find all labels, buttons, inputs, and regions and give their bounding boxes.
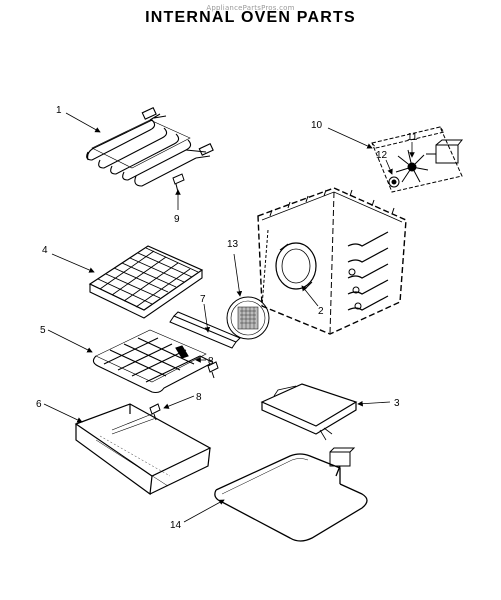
callout-9: 9 [174, 214, 180, 225]
access-cover [260, 383, 358, 441]
callout-6: 6 [36, 399, 42, 410]
broil-element [86, 107, 214, 187]
diagram-title: INTERNAL OVEN PARTS [145, 9, 356, 26]
leader-2 [301, 285, 319, 307]
leader-12 [385, 159, 393, 175]
convection-fan-assembly [371, 126, 464, 193]
bake-element [92, 329, 213, 394]
oven-cavity [257, 187, 407, 335]
hidden-bake-element [214, 447, 368, 542]
callout-4: 4 [42, 245, 48, 256]
watermark: AppliancePartsPros.com [206, 4, 295, 12]
leader-13 [233, 253, 243, 297]
screw-8-lower [149, 403, 161, 421]
callout-11: 11 [407, 132, 418, 143]
leader-3 [357, 400, 391, 407]
leader-10 [327, 127, 373, 149]
callout-8a: 8 [208, 356, 214, 367]
callout-3: 3 [394, 398, 400, 409]
callout-8b: 8 [196, 392, 202, 403]
leader-1 [65, 112, 101, 133]
element-bracket [169, 311, 241, 349]
oven-bottom-panel [74, 403, 212, 496]
oven-rack [88, 245, 204, 319]
callout-1: 1 [56, 105, 62, 116]
callout-5: 5 [40, 325, 46, 336]
callout-2: 2 [318, 306, 324, 317]
callout-7: 7 [200, 294, 206, 305]
leader-7 [203, 303, 211, 333]
callout-13: 13 [227, 239, 239, 250]
leader-lines [43, 112, 415, 523]
callout-12: 12 [376, 150, 388, 161]
fan-baffle-cover [226, 296, 270, 340]
leader-5 [47, 329, 93, 353]
leader-6 [43, 403, 83, 423]
leader-8b [163, 395, 195, 409]
screw-8-upper [207, 361, 219, 379]
leader-14 [183, 499, 225, 523]
callout-14: 14 [170, 520, 182, 531]
callout-numbers: 1 9 10 11 12 4 13 7 2 5 8 8 6 3 14 [36, 105, 418, 531]
screw-9 [172, 173, 185, 193]
callout-10: 10 [311, 120, 323, 131]
leader-4 [51, 253, 95, 273]
